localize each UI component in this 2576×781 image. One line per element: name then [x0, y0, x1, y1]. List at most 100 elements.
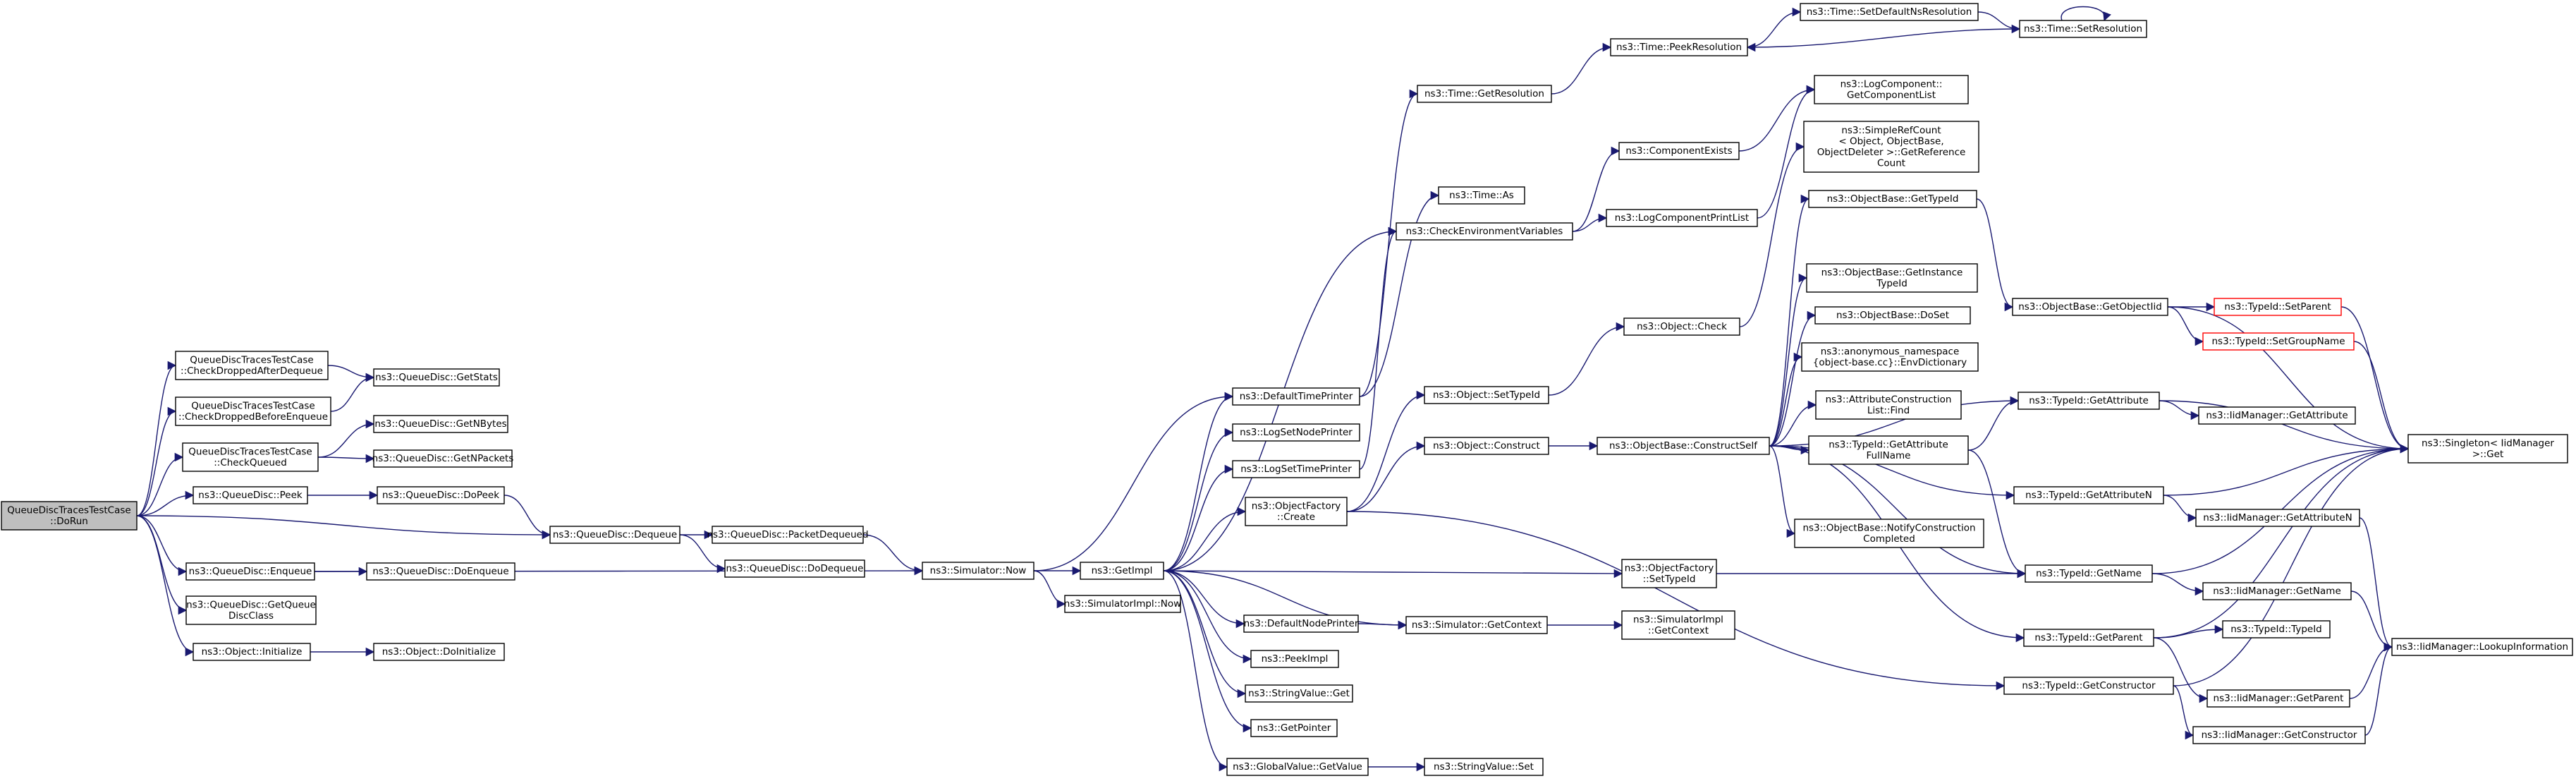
edge-getimpl-to-gvgv: [1163, 570, 1228, 772]
node-imgp[interactable]: ns3::IidManager::GetParent: [2206, 689, 2350, 708]
node-dnp[interactable]: ns3::DefaultNodePrinter: [1243, 614, 1359, 633]
node-tsdnr[interactable]: ns3::Time::SetDefaultNsResolution: [1800, 3, 1979, 21]
node-label: ::SetTypeId: [1643, 574, 1696, 585]
node-tsgn[interactable]: ns3::TypeId::SetGroupName: [2202, 332, 2355, 351]
node-imli[interactable]: ns3::IidManager::LookupInformation: [2391, 638, 2573, 656]
node-label: Completed: [1863, 533, 1915, 545]
node-imgn[interactable]: ns3::IidManager::GetName: [2202, 582, 2352, 600]
node-gnp[interactable]: ns3::QueueDisc::GetNPackets: [372, 449, 514, 468]
node-dodeq[interactable]: ns3::QueueDisc::DoDequeue: [724, 559, 865, 578]
node-label: ns3::IidManager::GetName: [2213, 586, 2341, 597]
node-lstp[interactable]: ns3::LogSetTimePrinter: [1232, 460, 1360, 478]
node-gstats[interactable]: ns3::QueueDisc::GetStats: [373, 368, 500, 387]
node-box: [193, 643, 311, 661]
edge-cev-to-lcpl: [1572, 213, 1608, 232]
node-tgp[interactable]: ns3::TypeId::GetParent: [2023, 629, 2154, 647]
node-ofst[interactable]: ns3::ObjectFactory::SetTypeId: [1621, 559, 1717, 588]
node-oinit[interactable]: ns3::Object::Initialize: [193, 643, 311, 661]
node-dtp[interactable]: ns3::DefaultTimePrinter: [1232, 387, 1360, 406]
node-obgoi[interactable]: ns3::ObjectBase::GetObjectIid: [2012, 298, 2168, 316]
node-cdad[interactable]: QueueDiscTracesTestCase::CheckDroppedAft…: [175, 351, 329, 380]
node-now[interactable]: ns3::Simulator::Now: [922, 562, 1034, 580]
node-label: ns3::CheckEnvironmentVariables: [1406, 226, 1563, 237]
edge: [330, 373, 375, 412]
node-ochk[interactable]: ns3::Object::Check: [1623, 317, 1740, 336]
node-label: QueueDiscTracesTestCase: [7, 504, 130, 516]
node-tga[interactable]: ns3::TypeId::GetAttribute: [2018, 392, 2160, 410]
node-deq[interactable]: ns3::QueueDisc::Dequeue: [549, 526, 680, 544]
node-pimpl[interactable]: ns3::PeekImpl: [1250, 650, 1339, 668]
node-srcgrc[interactable]: ns3::SimpleRefCount< Object, ObjectBase,…: [1803, 121, 1979, 173]
node-imga[interactable]: ns3::IidManager::GetAttribute: [2198, 406, 2356, 425]
edge-tpr-to-tsdnr: [1747, 7, 1802, 48]
node-label: ns3::Time::SetDefaultNsResolution: [1807, 6, 1972, 18]
node-svget[interactable]: ns3::StringValue::Get: [1245, 684, 1353, 703]
node-tsp[interactable]: ns3::TypeId::SetParent: [2214, 298, 2342, 316]
node-obds[interactable]: ns3::ObjectBase::DoSet: [1814, 306, 1971, 325]
node-obnc[interactable]: ns3::ObjectBase::NotifyConstructionCompl…: [1794, 519, 1984, 548]
node-dopeek[interactable]: ns3::QueueDisc::DoPeek: [377, 486, 505, 504]
node-svset[interactable]: ns3::StringValue::Set: [1424, 758, 1544, 776]
edge-pdeq-to-now: [862, 534, 924, 576]
node-tgc[interactable]: ns3::TypeId::GetConstructor: [2003, 677, 2174, 695]
node-tpr[interactable]: ns3::Time::PeekResolution: [1610, 38, 1748, 56]
node-lsnp[interactable]: ns3::LogSetNodePrinter: [1232, 423, 1360, 442]
node-anon[interactable]: ns3::anonymous_namespace{object-base.cc}…: [1801, 342, 1979, 372]
node-root[interactable]: QueueDiscTracesTestCase::DoRun: [1, 501, 138, 531]
node-tgr[interactable]: ns3::Time::GetResolution: [1417, 85, 1552, 103]
node-label: TypeId: [1876, 278, 1907, 289]
node-ofc[interactable]: ns3::ObjectFactory::Create: [1245, 497, 1348, 526]
node-getimpl[interactable]: ns3::GetImpl: [1080, 562, 1164, 580]
node-label: ns3::Object::Check: [1637, 321, 1727, 332]
node-ost[interactable]: ns3::Object::SetTypeId: [1424, 386, 1549, 404]
edge: [1757, 85, 1816, 219]
edge-tgn-to-imgn: [2151, 573, 2204, 596]
edge: [1163, 428, 1234, 571]
edge: [1359, 89, 1419, 397]
node-obgt[interactable]: ns3::ObjectBase::GetTypeId: [1808, 190, 1977, 208]
node-pdeq[interactable]: ns3::QueueDisc::PacketDequeued: [707, 526, 869, 544]
node-ocon[interactable]: ns3::Object::Construct: [1424, 437, 1549, 455]
node-box: [373, 449, 513, 468]
node-sigc[interactable]: ns3::SimulatorImpl::GetContext: [1621, 610, 1735, 640]
node-siminow[interactable]: ns3::SimulatorImpl::Now: [1064, 595, 1181, 613]
node-sgc[interactable]: ns3::Simulator::GetContext: [1405, 616, 1548, 634]
node-lcgcl[interactable]: ns3::LogComponent::GetComponentList: [1814, 75, 1969, 104]
node-obcs[interactable]: ns3::ObjectBase::ConstructSelf: [1597, 437, 1770, 455]
node-peek[interactable]: ns3::QueueDisc::Peek: [193, 486, 308, 504]
node-tgan[interactable]: ns3::TypeId::GetAttributeN: [2013, 486, 2164, 504]
node-label: ns3::LogSetTimePrinter: [1240, 464, 1352, 475]
node-cex[interactable]: ns3::ComponentExists: [1618, 142, 1740, 160]
node-imgan[interactable]: ns3::IidManager::GetAttributeN: [2195, 509, 2360, 527]
node-ttid[interactable]: ns3::TypeId::TypeId: [2222, 620, 2331, 638]
node-box: [1232, 423, 1360, 442]
node-cev[interactable]: ns3::CheckEnvironmentVariables: [1396, 222, 1573, 241]
node-label: ns3::PeekImpl: [1262, 653, 1329, 665]
node-label: ns3::Time::GetResolution: [1424, 88, 1544, 99]
node-sget[interactable]: ns3::Singleton< IidManager>::Get: [2407, 434, 2568, 464]
edge-tgafn-to-tga: [1967, 396, 2020, 451]
node-cdbe[interactable]: QueueDiscTracesTestCase::CheckDroppedBef…: [175, 396, 331, 426]
node-imgc[interactable]: ns3::IidManager::GetConstructor: [2192, 726, 2366, 744]
node-gnb[interactable]: ns3::QueueDisc::GetNBytes: [373, 415, 508, 433]
node-label: ns3::QueueDisc::Enqueue: [189, 566, 312, 577]
node-cq[interactable]: QueueDiscTracesTestCase::CheckQueued: [182, 442, 319, 472]
edge: [136, 515, 551, 540]
node-gvgv[interactable]: ns3::GlobalValue::GetValue: [1226, 758, 1369, 776]
node-doinit[interactable]: ns3::Object::DoInitialize: [373, 643, 505, 661]
node-enq[interactable]: ns3::QueueDisc::Enqueue: [185, 562, 315, 581]
node-tas[interactable]: ns3::Time::As: [1438, 186, 1525, 205]
node-label: ns3::TypeId::GetAttributeN: [2025, 490, 2152, 501]
edge: [327, 365, 375, 382]
node-box: [724, 559, 865, 578]
node-box: [2202, 332, 2355, 351]
node-lcpl[interactable]: ns3::LogComponentPrintList: [1606, 209, 1758, 227]
node-tgn[interactable]: ns3::TypeId::GetName: [2025, 564, 2153, 583]
node-gptr[interactable]: ns3::GetPointer: [1250, 719, 1338, 737]
node-tsr[interactable]: ns3::Time::SetResolution: [2019, 20, 2147, 38]
node-doenq[interactable]: ns3::QueueDisc::DoEnqueue: [366, 562, 515, 581]
